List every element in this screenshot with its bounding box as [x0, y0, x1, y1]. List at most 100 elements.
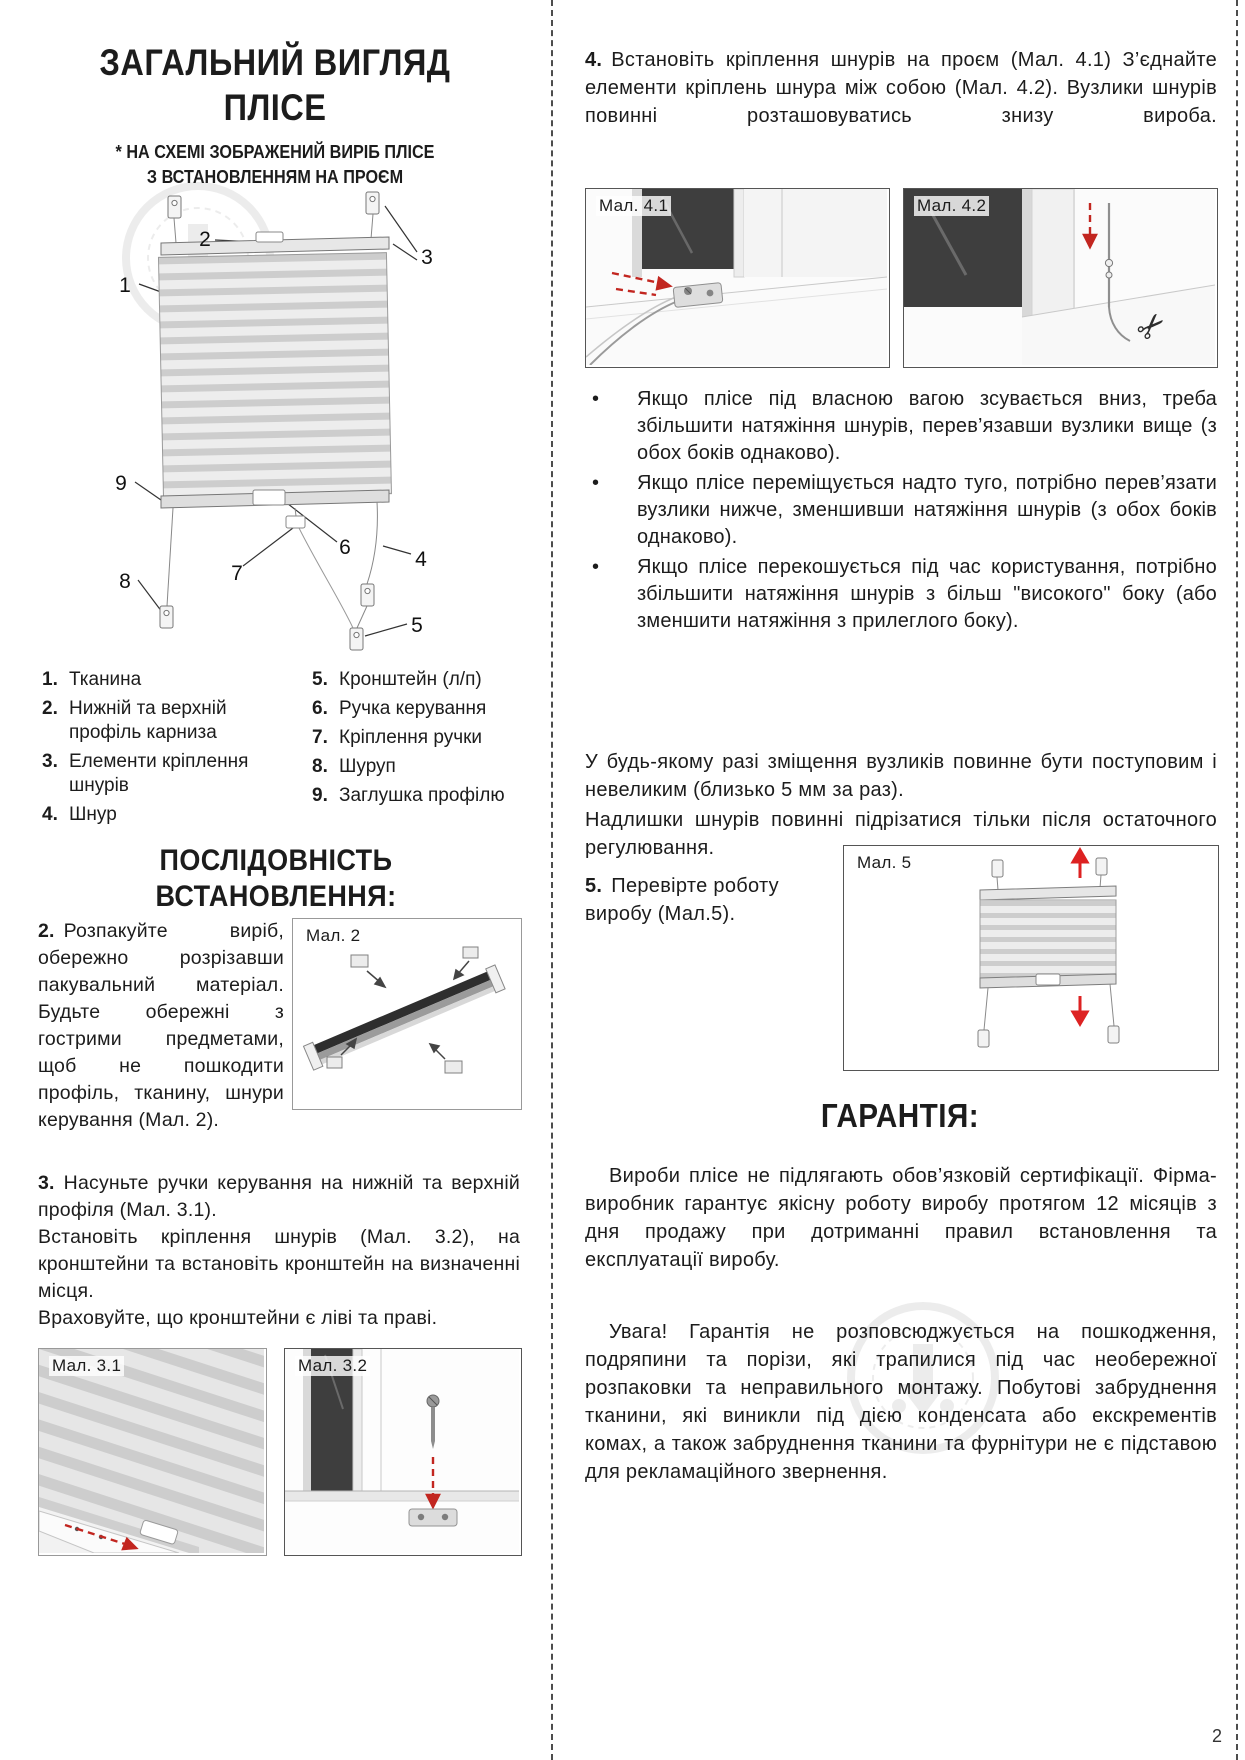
figure-3-2-label: Мал. 3.2 [295, 1356, 371, 1376]
pleated-fabric [979, 899, 1117, 979]
section-title-installation: ПОСЛІДОВНІСТЬ ВСТАНОВЛЕННЯ: [155, 844, 397, 913]
figure-3-2: Мал. 3.2 [284, 1348, 522, 1556]
callout-4: 4 [415, 548, 427, 571]
figure-4-2-label: Мал. 4.2 [914, 196, 990, 216]
step-2-paragraph: 2.Розпакуйте виріб, обережно розрізавши … [38, 918, 284, 1134]
bullet-text-3: Якщо плісе перекошується під час користу… [637, 556, 1217, 632]
legend-item-text: Тканина [69, 669, 142, 690]
legend-item: 3. Елементи кріплення шнурів [42, 750, 304, 798]
step-3-text-2: Встановіть кріплення шнурів (Мал. 3.2), … [38, 1226, 520, 1302]
callout-1: 1 [119, 274, 131, 297]
bullet-text-1: Якщо плісе під власною вагою зсувається … [637, 388, 1217, 464]
control-handle [1035, 973, 1061, 986]
red-arrow-right [64, 1523, 139, 1551]
warranty-paragraph-2: Увага! Гарантія не розповсюджується на п… [585, 1321, 1217, 1483]
step-3-paragraph: 3.Насуньте ручки керування на нижній та … [38, 1170, 520, 1332]
bracket-bottom-right [349, 627, 364, 651]
legend-item-text: Шуруп [339, 756, 396, 777]
figure-4-1-label: Мал. 4.1 [596, 196, 672, 216]
legend-item-text: Шнур [69, 804, 117, 825]
list-item: • Якщо плісе переміщується надто туго, п… [585, 470, 1217, 551]
top-profile [979, 885, 1117, 901]
profile-bar-image [302, 946, 506, 1074]
legend-item: 5. Кронштейн (л/п) [312, 668, 527, 692]
legend-item: 7. Кріплення ручки [312, 726, 527, 750]
legend-item-number: 7. [312, 727, 328, 748]
warranty-title: ГАРАНТІЯ: [820, 1097, 980, 1134]
warranty-paragraph-1: Вироби плісе не підлягають обов’язковій … [585, 1165, 1217, 1271]
title-line-1: ЗАГАЛЬНИЙ ВИГЛЯД [99, 42, 451, 83]
control-handle [252, 489, 286, 506]
step-4-paragraph: 4.Встановіть кріплення шнурів на проєм (… [585, 46, 1217, 130]
step-3-number: 3. [38, 1172, 55, 1194]
legend-item: 4. Шнур [42, 803, 304, 827]
legend-item: 8. Шуруп [312, 755, 527, 779]
cord-with-knot [1104, 203, 1131, 342]
step-4-text: Встановіть кріплення шнурів на проєм (Ма… [585, 49, 1217, 127]
adjustment-note-2: Надлишки шнурів повинні підрізатися тіль… [585, 809, 1217, 859]
step-3-text-3: Враховуйте, що кронштейни є ліві та прав… [38, 1307, 438, 1329]
callout-6: 6 [339, 536, 351, 559]
handle-install-image [39, 1349, 264, 1553]
step-4-number: 4. [585, 49, 603, 71]
title-line-2: ПЛІСЕ [223, 87, 327, 128]
legend-item: 9. Заглушка профілю [312, 784, 527, 808]
legend-item: 6. Ручка керування [312, 697, 527, 721]
legend-item-number: 4. [42, 804, 58, 825]
subtitle-line-2: З ВСТАНОВЛЕННЯМ НА ПРОЄМ [146, 167, 404, 187]
legend-item-number: 5. [312, 669, 328, 690]
adjustment-bullet-list: • Якщо плісе під власною вагою зсуваєтьс… [585, 386, 1217, 638]
bullet-icon: • [592, 556, 600, 578]
blind-diagram-image: 1 2 3 4 5 6 7 8 9 [115, 191, 433, 651]
figure-2: Мал. 2 [292, 918, 522, 1110]
legend-item-text: Кронштейн (л/п) [339, 669, 482, 690]
operation-check-image [977, 847, 1120, 1048]
legend-item-number: 2. [42, 698, 58, 719]
page-edge-divider [1236, 0, 1238, 1760]
bullet-icon: • [592, 388, 600, 410]
bracket-install-image [285, 1349, 519, 1553]
red-arrow-down [1082, 203, 1098, 250]
legend-item: 1. Тканина [42, 668, 304, 692]
cord-fixing-bottom-left [159, 605, 174, 629]
legend-item-text: Елементи кріплення шнурів [69, 751, 249, 796]
red-arrow-down [1070, 996, 1090, 1027]
step-5-paragraph: 5.Перевірте роботу виробу (Мал.5). [585, 872, 815, 928]
callout-5: 5 [411, 614, 423, 637]
page-number: 2 [1212, 1726, 1223, 1746]
figure-3-1: Мал. 3.1 [38, 1348, 267, 1556]
legend-item-text: Ручка керування [339, 698, 487, 719]
step-3-text-1: Насуньте ручки керування на нижній та ве… [38, 1172, 520, 1221]
cord-fixing-top-right [365, 191, 380, 215]
general-view-diagram: 1 2 3 4 5 6 7 8 9 [55, 182, 505, 662]
legend-item-text: Нижній та верхній профіль карниза [69, 698, 227, 743]
callout-9: 9 [115, 472, 127, 495]
legend-item-number: 9. [312, 785, 328, 806]
callout-8: 8 [119, 570, 131, 593]
list-item: • Якщо плісе перекошується під час корис… [585, 554, 1217, 635]
figure-5: Мал. 5 [843, 845, 1219, 1071]
subtitle-line-1: * НА СХЕМІ ЗОБРАЖЕНИЙ ВИРІБ ПЛІСЕ [115, 142, 435, 162]
screw-icon [426, 1394, 440, 1449]
red-arrow-up [1070, 847, 1090, 878]
cord-fixing-top-left [167, 195, 182, 219]
diagram-subtitle: * НА СХЕМІ ЗОБРАЖЕНИЙ ВИРІБ ПЛІСЕ З ВСТА… [59, 140, 491, 190]
bullet-text-2: Якщо плісе переміщується надто туго, пот… [637, 472, 1217, 548]
legend-item-number: 3. [42, 751, 58, 772]
figure-3-1-label: Мал. 3.1 [49, 1356, 125, 1376]
handle-fixing-clip [285, 515, 306, 529]
step-2-text: Розпакуйте виріб, обережно розрізавши па… [38, 920, 284, 1131]
red-arrow-right [611, 271, 673, 297]
pleated-fabric [157, 252, 392, 499]
figure-4-1: Мал. 4.1 [585, 188, 890, 368]
figure-4-2: Мал. 4.2 ✂ [903, 188, 1218, 368]
callout-2: 2 [199, 228, 211, 251]
cord-hook-right [360, 583, 375, 607]
legend-left-column: 1. Тканина 2. Нижній та верхній профіль … [42, 668, 304, 832]
step-5-number: 5. [585, 875, 603, 897]
page-title: ЗАГАЛЬНИЙ ВИГЛЯД ПЛІСЕ [64, 40, 486, 130]
step-3-line-1: 3.Насуньте ручки керування на нижній та … [38, 1170, 520, 1224]
legend-item-number: 8. [312, 756, 328, 777]
legend-item-number: 1. [42, 669, 58, 690]
